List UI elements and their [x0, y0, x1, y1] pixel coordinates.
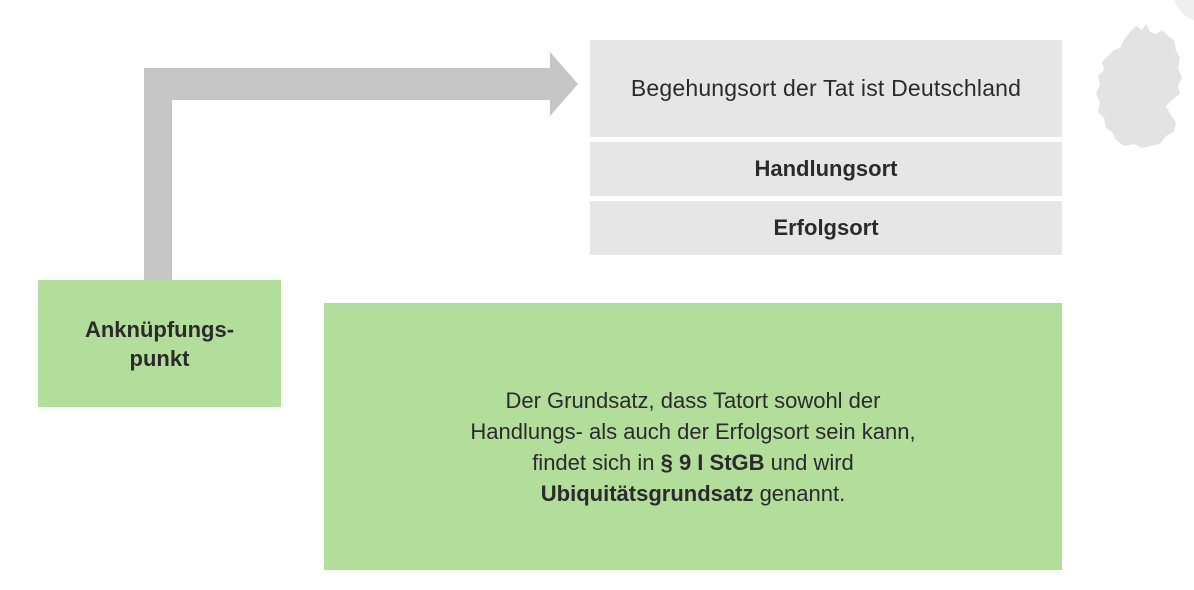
handlungsort-text: Handlungsort	[754, 156, 898, 181]
corner-shadow	[1174, 0, 1194, 20]
begehungsort-box: Begehungsort der Tat ist Deutschland	[590, 40, 1062, 137]
anknuepfungspunkt-box: Anknüpfungs- punkt	[38, 280, 281, 407]
grundsatz-line3-pre: findet sich in	[532, 449, 661, 475]
handlungsort-box: Handlungsort	[590, 142, 1062, 196]
grundsatz-line4-post: genannt.	[753, 480, 846, 506]
ubiquitaet-text: Der Grundsatz, dass Tatort sowohl der Ha…	[470, 385, 915, 509]
grundsatz-line3-post: und wird	[764, 449, 854, 475]
paragraph-reference: § 9 I StGB	[660, 449, 765, 475]
anknuepfungspunkt-label: Anknüpfungs- punkt	[85, 315, 234, 373]
grundsatz-line2: Handlungs- als auch der Erfolgsort sein …	[470, 418, 916, 444]
anknuepfungspunkt-line1: Anknüpfungs-	[84, 316, 235, 342]
grundsatz-line3: findet sich in § 9 I StGB und wird	[470, 447, 915, 478]
erfolgsort-text: Erfolgsort	[773, 215, 879, 240]
ubiquitaetsgrundsatz-term: Ubiquitätsgrundsatz	[540, 480, 754, 506]
grundsatz-line1: Der Grundsatz, dass Tatort sowohl der	[505, 387, 881, 413]
ubiquitaet-box: Der Grundsatz, dass Tatort sowohl der Ha…	[324, 303, 1062, 570]
germany-map-icon	[1096, 24, 1182, 148]
grundsatz-line4: Ubiquitätsgrundsatz genannt.	[470, 478, 915, 509]
anknuepfungspunkt-line2: punkt	[129, 345, 190, 371]
begehungsort-text: Begehungsort der Tat ist Deutschland	[630, 75, 1022, 101]
connector-arrow-shape	[144, 52, 578, 280]
erfolgsort-box: Erfolgsort	[590, 201, 1062, 255]
